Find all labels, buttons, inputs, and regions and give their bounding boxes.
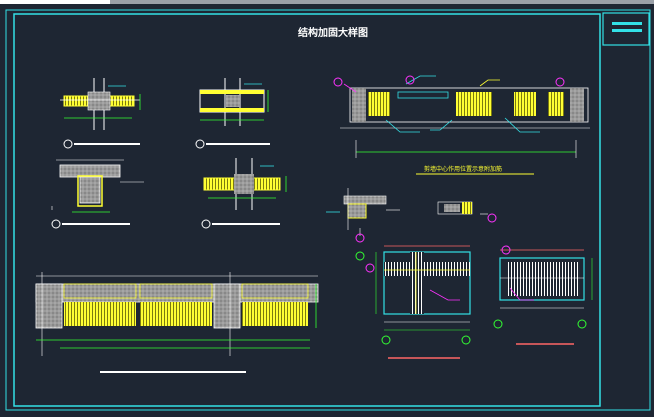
detail-slab-plan-1 bbox=[355, 245, 471, 359]
detail-slab-plan-2 bbox=[493, 245, 593, 345]
drawing-title: 结构加固大样图 bbox=[298, 26, 368, 39]
note-text: 剪墙中心作用位置示意附加筋 bbox=[424, 165, 502, 173]
detail-small-section-2 bbox=[437, 201, 497, 223]
inner-frame bbox=[13, 13, 601, 407]
detail-column-beam bbox=[201, 158, 287, 229]
top-strip-tab bbox=[0, 0, 110, 4]
detail-small-section-1 bbox=[326, 188, 400, 243]
detail-t-beam bbox=[51, 159, 144, 229]
outer-frame bbox=[5, 9, 651, 411]
detail-beam-column-2 bbox=[195, 78, 270, 149]
title-block bbox=[602, 12, 650, 46]
detail-beam-column-1 bbox=[60, 78, 141, 149]
top-strip bbox=[0, 0, 654, 4]
detail-long-beam-elevation bbox=[35, 272, 319, 373]
detail-beam-elevation-right bbox=[333, 75, 590, 175]
